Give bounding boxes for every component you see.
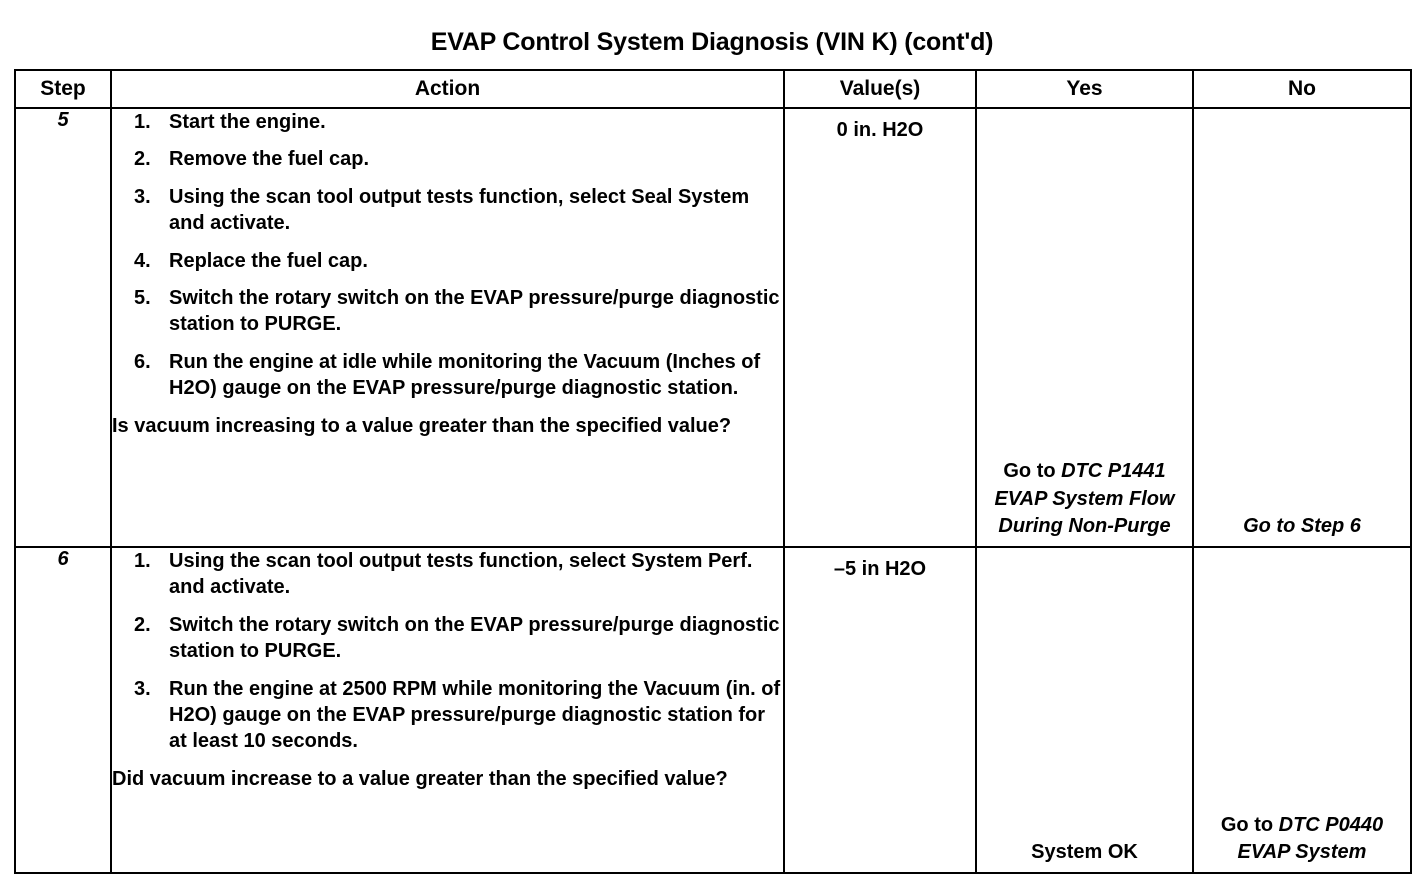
no-reference: Go to DTC P0440 EVAP System [1194,812,1410,866]
list-item-number: 1. [134,550,151,572]
list-item-text: Switch the rotary switch on the EVAP pre… [169,286,780,336]
yes-plain-text: System OK [1031,840,1138,863]
no-plain-text: Go to [1220,813,1279,836]
list-item-text: Run the engine at idle while monitoring … [169,350,761,400]
list-item: 1. Start the engine. [112,109,783,135]
diagnostic-table: Step Action Value(s) Yes No 5 1. Start t… [14,69,1412,874]
value-cell: –5 in H2O [783,546,977,874]
action-cell: 1. Start the engine. 2. Remove the fuel … [110,107,785,548]
page-title: EVAP Control System Diagnosis (VIN K) (c… [430,28,994,56]
list-item-number: 3. [134,677,151,700]
yes-cell: System OK [975,546,1194,874]
list-item: 2. Switch the rotary switch on the EVAP … [112,612,783,665]
column-header-action: Action [110,69,785,109]
list-item-number: 5. [134,286,151,309]
yes-plain-text: Go to [1003,460,1062,483]
list-item-text: Remove the fuel cap. [169,148,370,171]
no-italic-text: Go to Step 6 [1243,514,1361,537]
action-question: Did vacuum increase to a value greater t… [112,767,728,790]
no-cell: Go to Step 6 [1192,107,1412,548]
list-item-number: 1. [134,111,151,133]
list-item: 1. Using the scan tool output tests func… [112,548,783,601]
document-page: EVAP Control System Diagnosis (VIN K) (c… [14,28,1412,874]
column-header-value: Value(s) [783,69,977,109]
list-item-text: Using the scan tool output tests functio… [169,550,753,599]
value-cell: 0 in. H2O [783,107,977,548]
list-item-number: 4. [134,249,151,272]
list-item: 5. Switch the rotary switch on the EVAP … [112,285,783,338]
list-item: 3. Using the scan tool output tests func… [112,184,783,237]
column-header-no: No [1192,69,1412,109]
column-header-step: Step [14,69,112,109]
list-item-number: 2. [134,148,151,171]
list-item-text: Switch the rotary switch on the EVAP pre… [169,613,780,663]
no-reference: Go to Step 6 [1194,513,1410,540]
step-number: 6 [14,546,112,874]
step-number: 5 [14,107,112,548]
list-item: 6. Run the engine at idle while monitori… [112,349,783,402]
list-item-number: 3. [134,185,151,208]
action-step-list: 1. Using the scan tool output tests func… [112,548,783,755]
value-text: 0 in. H2O [836,119,924,141]
table-header-row: Step Action Value(s) Yes No [14,69,1412,109]
list-item-text: Replace the fuel cap. [169,249,368,272]
list-item-text: Start the engine. [169,111,326,133]
table-row: 6 1. Using the scan tool output tests fu… [14,546,1412,874]
action-question: Is vacuum increasing to a value greater … [112,414,732,437]
list-item-number: 6. [134,350,151,373]
yes-italic-text: DTC P1441 EVAP System Flow During Non-Pu… [994,460,1175,537]
action-cell: 1. Using the scan tool output tests func… [110,546,785,874]
list-item: 3. Run the engine at 2500 RPM while moni… [112,676,783,755]
table-row: 5 1. Start the engine. 2. Remove the fue… [14,107,1412,548]
value-text: –5 in H2O [833,558,927,580]
list-item-text: Run the engine at 2500 RPM while monitor… [169,677,781,753]
action-step-list: 1. Start the engine. 2. Remove the fuel … [112,109,783,402]
list-item: 4. Replace the fuel cap. [112,248,783,274]
no-cell: Go to DTC P0440 EVAP System [1192,546,1412,874]
yes-reference: Go to DTC P1441 EVAP System Flow During … [977,458,1192,540]
list-item-number: 2. [134,613,151,636]
yes-cell: Go to DTC P1441 EVAP System Flow During … [975,107,1194,548]
yes-reference: System OK [977,839,1192,866]
list-item: 2. Remove the fuel cap. [112,146,783,172]
column-header-yes: Yes [975,69,1194,109]
list-item-text: Using the scan tool output tests functio… [169,185,750,235]
